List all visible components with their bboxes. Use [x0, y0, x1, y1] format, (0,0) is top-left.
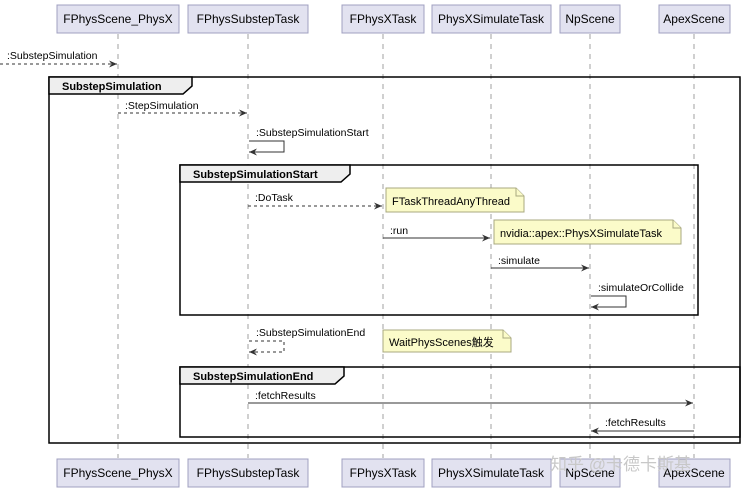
note-any-thread: FTaskThreadAnyThread [385, 187, 525, 213]
participant-label: FPhysXTask [350, 12, 418, 26]
participant-bottom-apex-scene: ApexScene [658, 458, 731, 488]
participant-label: NpScene [565, 12, 615, 26]
message-arrow-substep-simulation-start [249, 140, 285, 156]
participant-top-substep-task: FPhysSubstepTask [187, 4, 309, 34]
participant-bottom-physx-scene: FPhysScene_PhysX [56, 458, 180, 488]
frame-title: SubstepSimulation [62, 81, 162, 93]
message-label-fetch-results-2: :fetchResults [605, 417, 666, 429]
participant-top-physx-task: FPhysXTask [341, 4, 425, 34]
message-arrow-substep-simulation-end [249, 340, 285, 356]
participant-label: ApexScene [663, 12, 725, 26]
participant-bottom-simulate-task: PhysXSimulateTask [431, 458, 552, 488]
message-label-do-task: :DoTask [255, 192, 294, 204]
frame-substep-simulation-end: SubstepSimulationEnd [179, 366, 741, 438]
participant-label: FPhysSubstepTask [197, 466, 301, 480]
frame-substep-simulation: SubstepSimulation [48, 76, 741, 444]
participant-label: FPhysScene_PhysX [63, 12, 172, 26]
participant-bottom-physx-task: FPhysXTask [341, 458, 425, 488]
message-label-step-simulation: :StepSimulation [125, 100, 199, 112]
message-label-fetch-results-1: :fetchResults [255, 390, 316, 402]
participant-top-physx-scene: FPhysScene_PhysX [56, 4, 180, 34]
frame-substep-simulation-start: SubstepSimulationStart [179, 164, 699, 316]
participant-top-simulate-task: PhysXSimulateTask [431, 4, 552, 34]
participant-label: ApexScene [663, 466, 725, 480]
frame-title: SubstepSimulationStart [193, 169, 318, 181]
note-text: FTaskThreadAnyThread [392, 196, 510, 208]
participant-top-np-scene: NpScene [559, 4, 621, 34]
participant-label: NpScene [565, 466, 615, 480]
note-text: WaitPhysScenes触发 [389, 335, 494, 349]
note-wait-phys-scenes: WaitPhysScenes触发 [382, 329, 512, 353]
message-label-substep-simulation-end: :SubstepSimulationEnd [256, 327, 365, 339]
participant-bottom-np-scene: NpScene [559, 458, 621, 488]
message-arrow-simulate-or-collide [591, 295, 627, 311]
participant-bottom-substep-task: FPhysSubstepTask [187, 458, 309, 488]
participant-label: FPhysScene_PhysX [63, 466, 172, 480]
message-label-simulate: :simulate [498, 255, 540, 267]
participant-label: PhysXSimulateTask [438, 12, 545, 26]
message-label-run: :run [390, 225, 408, 237]
message-label-substep-simulation: :SubstepSimulation [7, 50, 98, 62]
participant-label: PhysXSimulateTask [438, 466, 545, 480]
message-label-substep-simulation-start: :SubstepSimulationStart [256, 127, 369, 139]
frame-title: SubstepSimulationEnd [193, 371, 313, 383]
participant-label: FPhysSubstepTask [197, 12, 301, 26]
participant-label: FPhysXTask [350, 466, 418, 480]
note-text: nvidia::apex::PhysXSimulateTask [500, 228, 663, 240]
note-simulate-task: nvidia::apex::PhysXSimulateTask [493, 219, 682, 245]
participant-top-apex-scene: ApexScene [658, 4, 731, 34]
watermark-text: 知乎 @卡德卡斯基 [550, 455, 691, 474]
message-label-simulate-or-collide: :simulateOrCollide [598, 282, 684, 294]
